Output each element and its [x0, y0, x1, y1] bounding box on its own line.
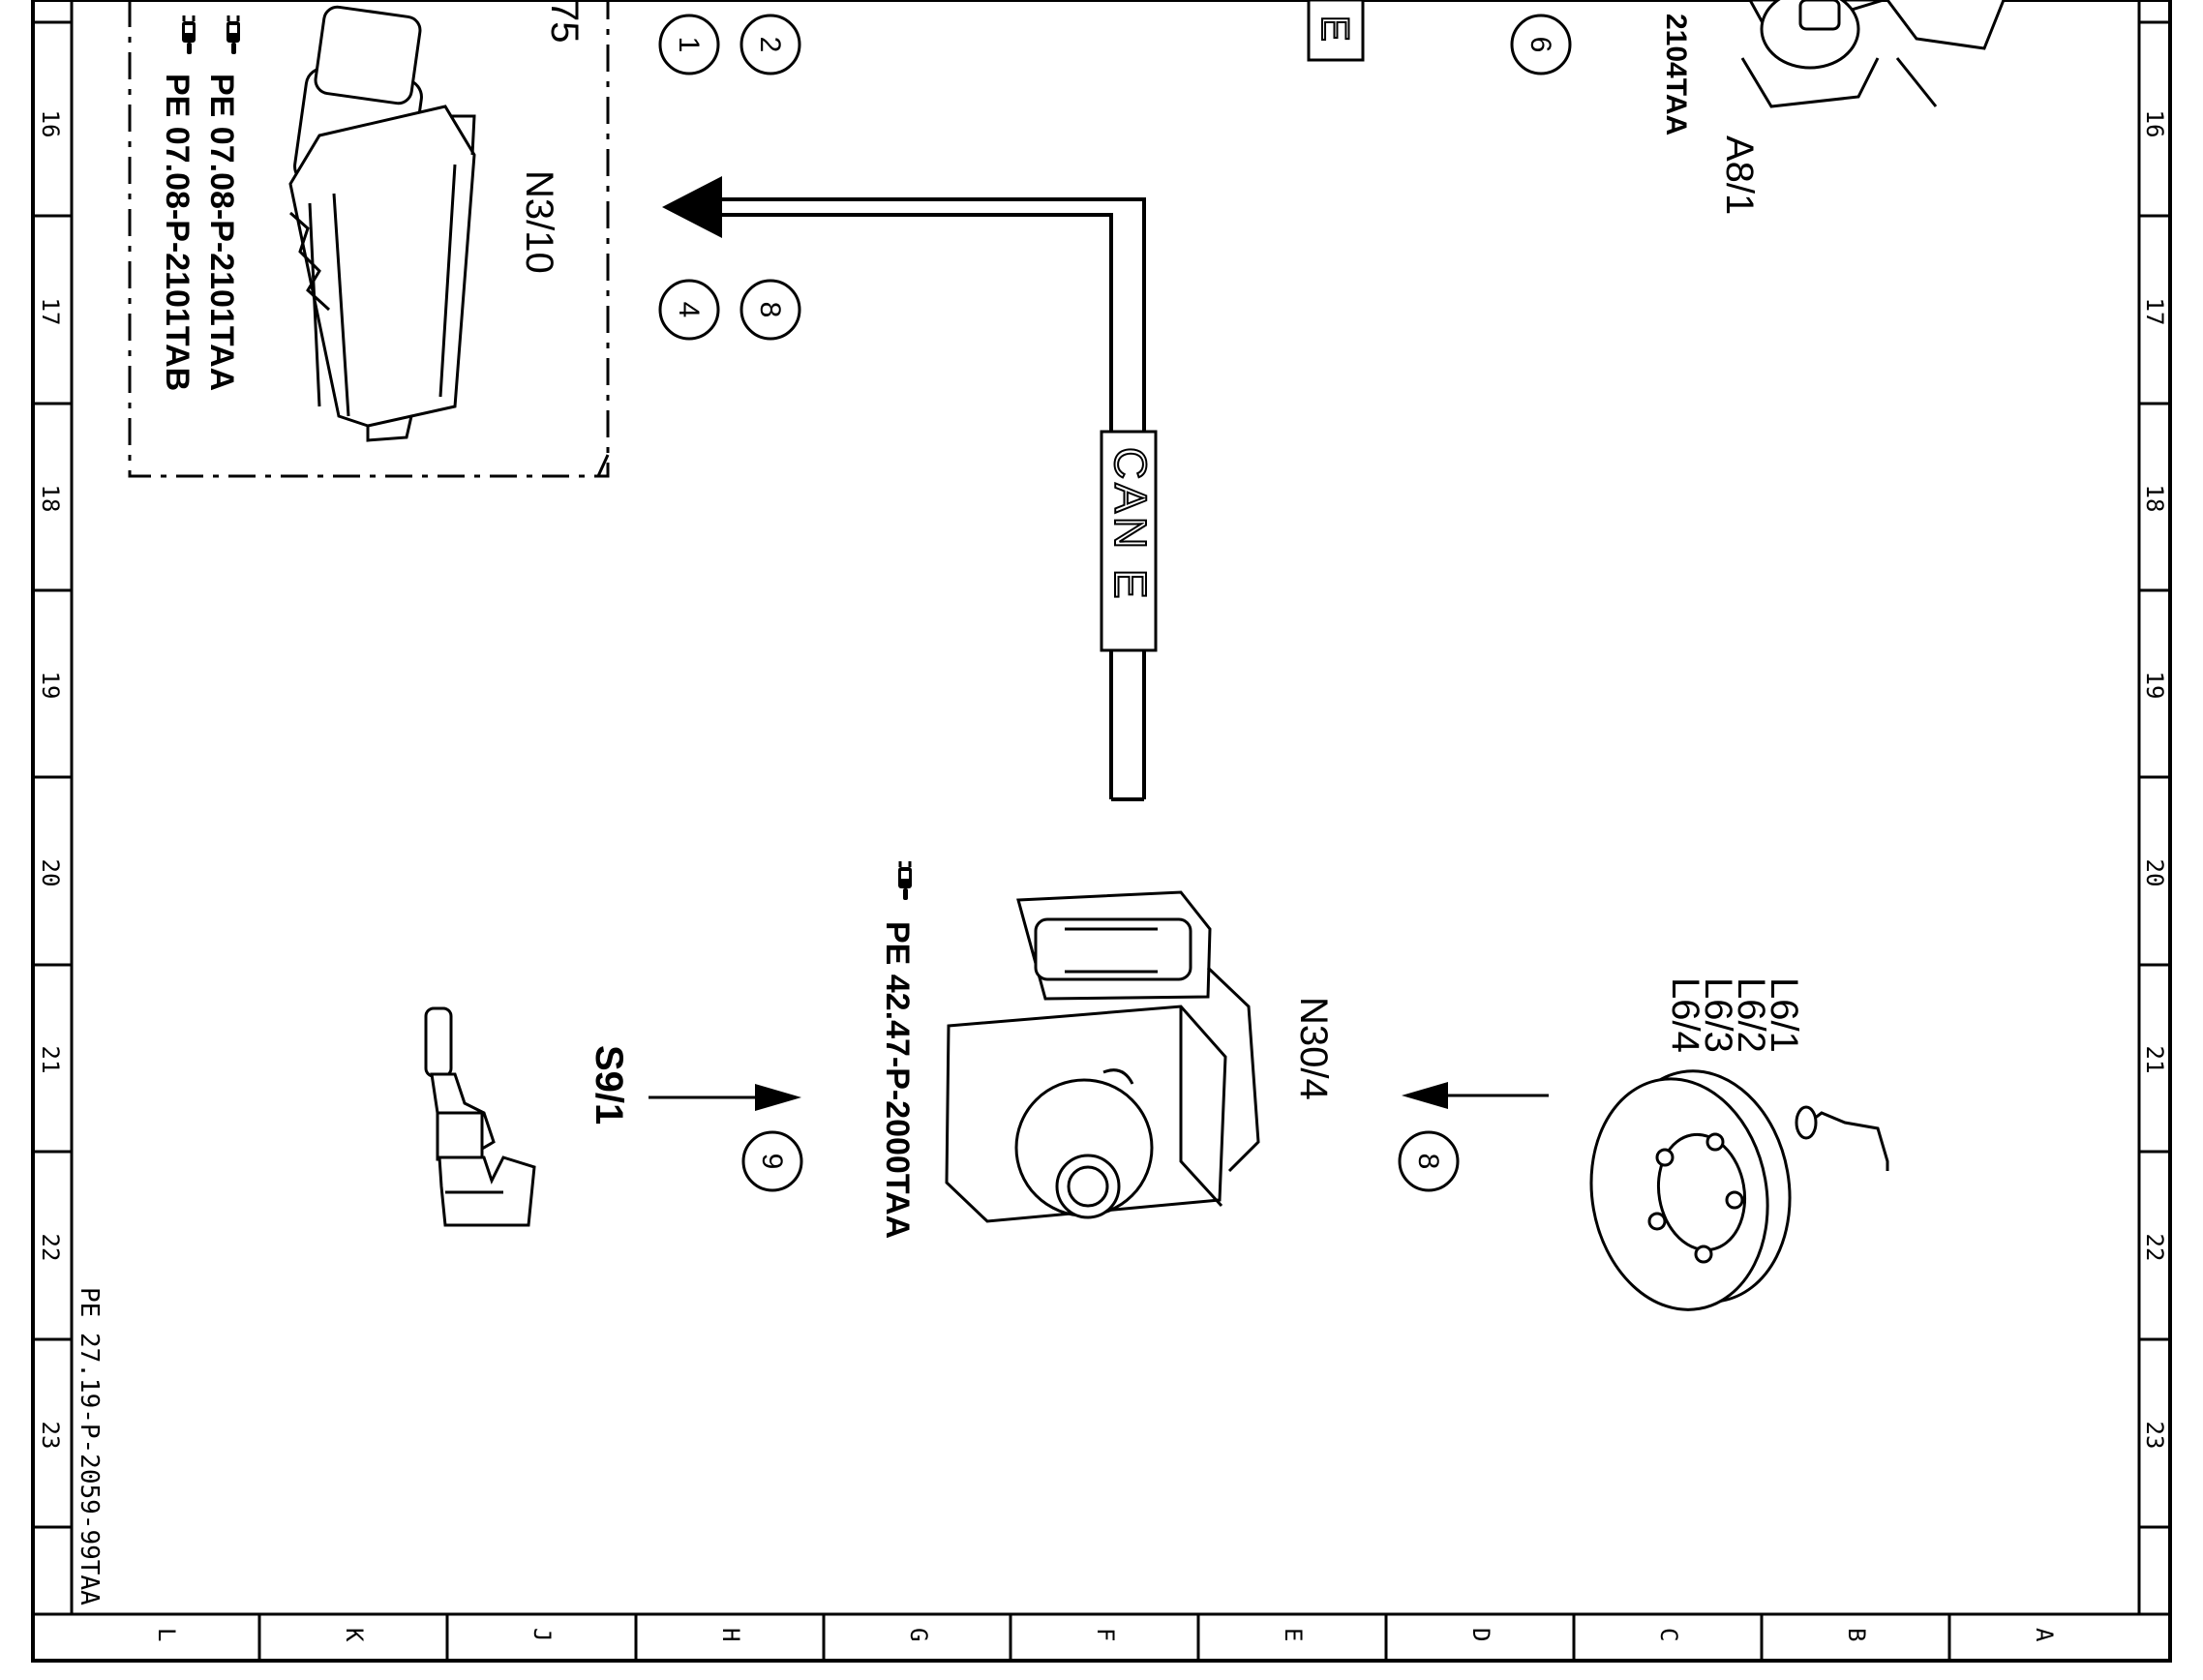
l6-label-4: L6/4: [1664, 977, 1706, 1053]
col-label-E: E: [1280, 1628, 1307, 1641]
row-label-right-20: 20: [2141, 859, 2168, 887]
signal-marker-top-2: 2: [739, 14, 801, 75]
can-e-arrow-head: [662, 176, 722, 238]
svg-text:9: 9: [756, 1154, 788, 1170]
a8-1-module: 2104TAA A8/1: [1660, 0, 2006, 215]
row-label-left-17: 17: [37, 298, 64, 326]
pointing-hand-icon: [896, 859, 914, 902]
row-label-left-22: 22: [37, 1234, 64, 1262]
engine-control-unit-icon: [288, 5, 476, 442]
a8-1-label: A8/1: [1718, 135, 1761, 215]
signal-marker-top-1: 1: [658, 14, 720, 75]
row-label-right-19: 19: [2141, 672, 2168, 700]
row-label-left-21: 21: [37, 1046, 64, 1074]
col-label-G: G: [905, 1628, 932, 1641]
row-label-left-23: 23: [37, 1422, 64, 1450]
signal-marker-can-8: 8: [739, 279, 801, 341]
signal-arrow-8: [1402, 1082, 1549, 1109]
row-label-right-16: 16: [2141, 110, 2168, 138]
signal-marker-6: 6: [1510, 14, 1572, 75]
svg-text:1: 1: [673, 37, 705, 53]
can-e-partial-box: E: [1307, 0, 1365, 62]
can-e-label: CAN E: [1105, 447, 1156, 603]
key-transmitter-icon: [1740, 0, 2006, 108]
col-label-D: D: [1467, 1628, 1494, 1641]
n30-4-module: N30/4 PE 42.47-P-2000TAA: [879, 859, 1335, 1239]
signal-marker-can-4: 4: [658, 279, 720, 341]
col-label-F: F: [1092, 1628, 1119, 1641]
stop-lamp-switch-icon: [424, 1006, 536, 1227]
col-label-H: H: [717, 1628, 744, 1641]
n3-10-ref-1: PE 07.08-P-2101TAA: [203, 74, 240, 391]
row-label-right-22: 22: [2141, 1234, 2168, 1262]
svg-text:8: 8: [754, 302, 786, 318]
svg-text:E: E: [1313, 15, 1356, 42]
row-label-right-17: 17: [2141, 298, 2168, 326]
svg-text:8: 8: [1412, 1154, 1444, 1170]
row-label-left-16: 16: [37, 110, 64, 138]
signal-arrow-9: [649, 1084, 801, 1111]
esp-hydraulic-unit-icon: [945, 890, 1260, 1223]
n30-4-ref: PE 42.47-P-2000TAA: [879, 921, 916, 1239]
svg-text:2: 2: [754, 37, 786, 53]
row-label-left-19: 19: [37, 672, 64, 700]
col-label-B: B: [1843, 1628, 1870, 1641]
n3-10-partial-label: 75: [543, 0, 586, 44]
a8-1-ref: 2104TAA: [1660, 14, 1692, 135]
col-label-J: J: [528, 1628, 556, 1641]
n3-10-ref-2: PE 07.08-P-2101TAB: [159, 74, 196, 391]
svg-text:6: 6: [1524, 37, 1556, 53]
s9-1-label: S9/1: [588, 1045, 630, 1125]
row-label-right-23: 23: [2141, 1422, 2168, 1450]
col-label-K: K: [341, 1628, 368, 1642]
s9-1-module: S9/1: [424, 1006, 630, 1227]
row-label-right-18: 18: [2141, 485, 2168, 513]
row-label-left-18: 18: [37, 485, 64, 513]
col-label-L: L: [153, 1628, 180, 1641]
signal-marker-8: 8: [1398, 1130, 1460, 1192]
n30-4-label: N30/4: [1292, 997, 1335, 1100]
can-e-bus: CAN E: [662, 176, 1158, 801]
wheel-speed-sensor-icon: [1589, 1069, 1889, 1311]
l6-label-3: L6/3: [1697, 977, 1739, 1053]
pointing-hand-icon: [225, 14, 242, 56]
l6-label-1: L6/1: [1763, 977, 1805, 1053]
drawing-frame: [31, 0, 2172, 1663]
svg-text:4: 4: [673, 302, 705, 318]
col-label-C: C: [1655, 1628, 1682, 1641]
n3-10-module-group: PE 07.08-P-2101TAA PE 07.08-P-2101TAB N3…: [128, 0, 610, 478]
drawing-number: PE 27.19-P-2059-99TAA: [75, 1287, 104, 1605]
signal-marker-9: 9: [741, 1130, 803, 1192]
pointing-hand-icon: [180, 14, 197, 56]
row-label-right-21: 21: [2141, 1046, 2168, 1074]
col-label-A: A: [2031, 1628, 2058, 1642]
n3-10-label: N3/10: [518, 170, 560, 274]
l6-module: L6/1 L6/2 L6/3 L6/4: [1589, 977, 1889, 1311]
row-label-left-20: 20: [37, 859, 64, 887]
l6-label-2: L6/2: [1730, 977, 1772, 1053]
